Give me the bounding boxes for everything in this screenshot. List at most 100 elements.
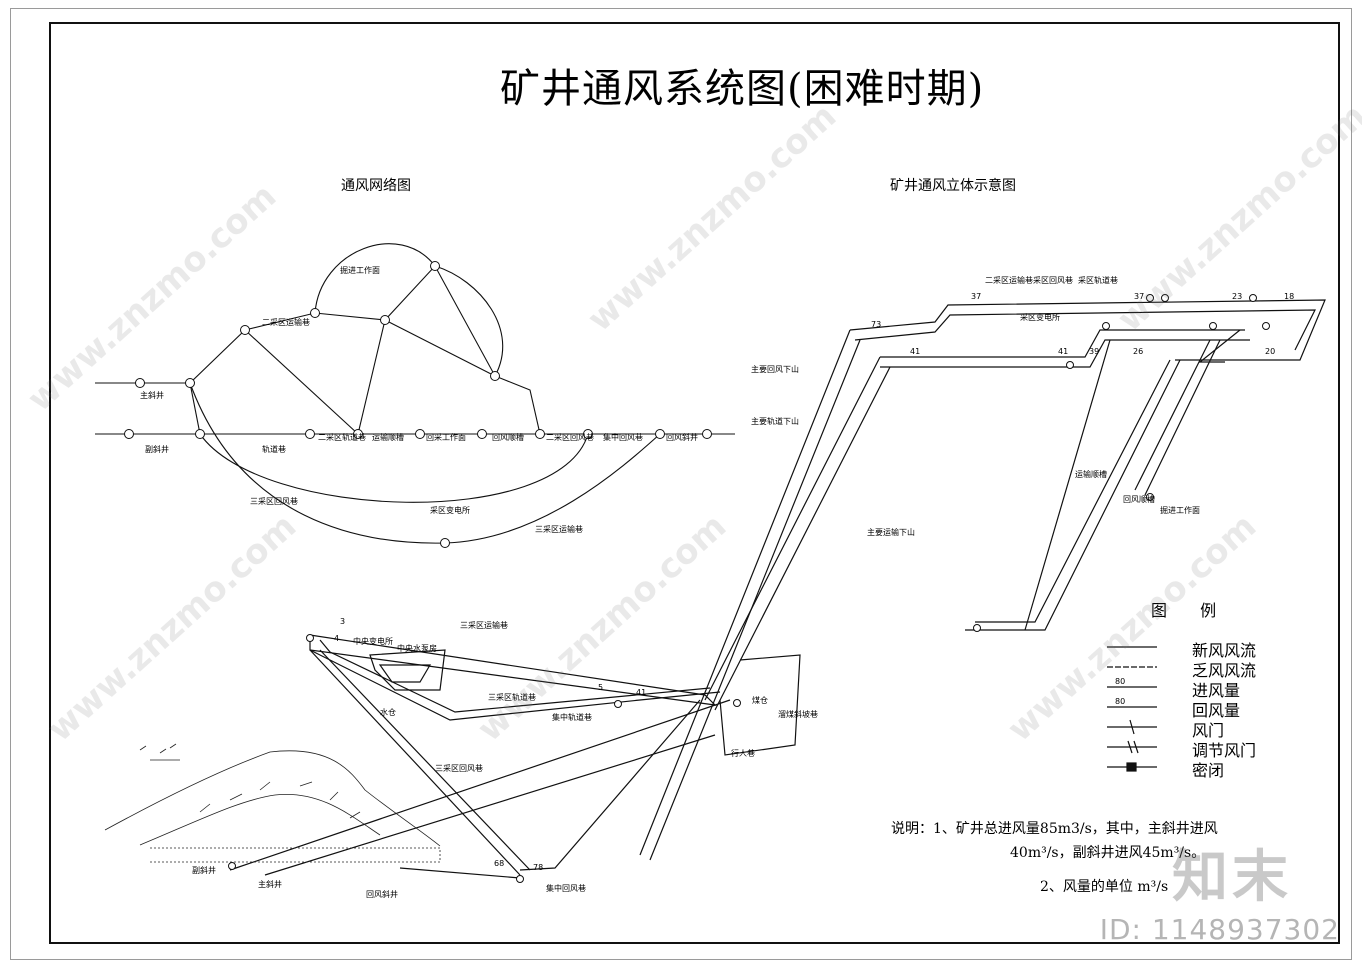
- roadway-line: [849, 299, 1326, 361]
- regulator-tick: [1127, 740, 1133, 754]
- network-nodes: [124, 261, 712, 548]
- network-arc: [189, 382, 661, 544]
- stereo-diagram: [229, 299, 1326, 879]
- network-label: 运输顺槽: [372, 432, 404, 442]
- coal-bunker-loop: [719, 654, 801, 756]
- stereo-label: 运输顺槽: [1075, 469, 1107, 479]
- asset-id-watermark: ID: 1148937302: [1099, 913, 1340, 946]
- water-sump: [378, 664, 432, 683]
- stereo-label: 三采区运输巷: [460, 620, 508, 630]
- station-marker: [614, 700, 622, 708]
- stereo-label: 行人巷: [731, 748, 755, 758]
- network-node: [310, 308, 320, 318]
- network-node: [124, 429, 134, 439]
- stereo-label: 采区轨道巷: [1078, 275, 1118, 285]
- network-node: [415, 429, 425, 439]
- return-roadway: [309, 649, 521, 876]
- legend-symbols: [1107, 646, 1157, 772]
- panel-roadway: [1024, 339, 1111, 631]
- pump-room: [369, 649, 446, 691]
- stereo-label: 集中轨道巷: [552, 712, 592, 722]
- stereo-label: 煤仓: [752, 695, 768, 705]
- terrain-hatching: [199, 781, 361, 819]
- stereo-number: 41: [1058, 347, 1068, 356]
- station-marker: [1209, 322, 1217, 330]
- stereo-number: 26: [1133, 347, 1143, 356]
- network-arc: [199, 433, 589, 503]
- panel-roadway: [1198, 329, 1241, 363]
- terrain-baseline: [150, 847, 441, 863]
- drawing-title: 矿井通风系统图(困难时期): [500, 66, 985, 112]
- stereo-number: 73: [871, 320, 881, 329]
- regulator-tick: [1133, 740, 1139, 754]
- stereo-number: 23: [1232, 292, 1242, 301]
- stereo-number: 18: [1284, 292, 1294, 301]
- legend-item: 乏风风流: [1192, 661, 1257, 680]
- stereo-label: 主要回风下山: [751, 364, 799, 374]
- network-label: 二采区回风巷: [546, 432, 594, 442]
- station-marker: [1262, 322, 1270, 330]
- network-node: [702, 429, 712, 439]
- stereo-label: 主要运输下山: [867, 527, 915, 537]
- roadway-line: [880, 339, 1250, 368]
- legend-sample-value: 80: [1115, 697, 1125, 706]
- main-return-downhill: [639, 329, 851, 856]
- network-node: [440, 538, 450, 548]
- network-node: [477, 429, 487, 439]
- stereo-label: 采区变电所: [1020, 312, 1060, 322]
- stereo-label: 采区回风巷: [1033, 275, 1073, 285]
- network-label: 三采区回风巷: [250, 496, 298, 506]
- network-diagram: [95, 243, 735, 544]
- stereo-label: 中央变电所: [353, 636, 393, 646]
- stereo-label: 回风斜井: [366, 889, 398, 899]
- stereo-number: 39: [1089, 347, 1099, 356]
- station-marker: [1102, 322, 1110, 330]
- stereo-diagram-subtitle: 矿井通风立体示意图: [890, 178, 1016, 194]
- network-label: 回风顺槽: [492, 432, 524, 442]
- drawing-border: [49, 22, 1340, 944]
- stereo-number: 37: [1134, 292, 1144, 301]
- network-node: [655, 429, 665, 439]
- stereo-number: 5: [598, 683, 603, 692]
- stereo-number: 78: [533, 863, 543, 872]
- network-label: 副斜井: [145, 444, 169, 454]
- note-line-3: 2、风量的单位 m³/s: [1040, 879, 1169, 895]
- terrain-hatching: [139, 743, 180, 761]
- stereo-number: 68: [494, 859, 504, 868]
- legend-item: 密闭: [1192, 761, 1225, 780]
- outer-frame: [10, 8, 1352, 960]
- station-marker: [973, 624, 981, 632]
- main-return-downhill: [649, 339, 861, 861]
- station-marker: [1066, 361, 1074, 369]
- stereo-number: 41: [636, 688, 646, 697]
- stereo-label: 三采区回风巷: [435, 763, 483, 773]
- network-branch: [189, 382, 201, 435]
- network-node: [535, 429, 545, 439]
- stereo-number: 41: [910, 347, 920, 356]
- station-marker: [733, 699, 741, 707]
- legend-item: 新风风流: [1192, 641, 1257, 660]
- network-label: 回风斜井: [666, 432, 698, 442]
- brand-watermark: 知末: [1172, 845, 1292, 910]
- stereo-number: 20: [1265, 347, 1275, 356]
- legend-heading: 图 例: [1151, 601, 1231, 620]
- legend-item: 回风量: [1192, 701, 1241, 720]
- stereo-label: 回风顺槽: [1123, 494, 1155, 504]
- panel-roadway: [975, 359, 1171, 623]
- concentrated-return: [519, 699, 701, 871]
- network-node: [380, 315, 390, 325]
- stereo-labels: 二采区运输巷 采区回风巷 采区轨道巷 采区变电所 主要回风下山 主要轨道下山 主…: [192, 275, 1294, 899]
- network-label: 回采工作面: [426, 432, 466, 442]
- legend-item: 调节风门: [1192, 741, 1257, 760]
- network-node: [195, 429, 205, 439]
- stereo-label: 溜煤斜坡巷: [778, 709, 818, 719]
- network-node: [583, 429, 593, 439]
- main-track-downhill: [714, 366, 891, 711]
- air-door-tick: [1129, 719, 1135, 735]
- network-label: 掘进工作面: [340, 265, 380, 275]
- network-node: [353, 429, 363, 439]
- panel-roadway: [1134, 339, 1211, 491]
- terrain-sketch: [104, 743, 441, 863]
- stereo-label: 集中回风巷: [546, 883, 586, 893]
